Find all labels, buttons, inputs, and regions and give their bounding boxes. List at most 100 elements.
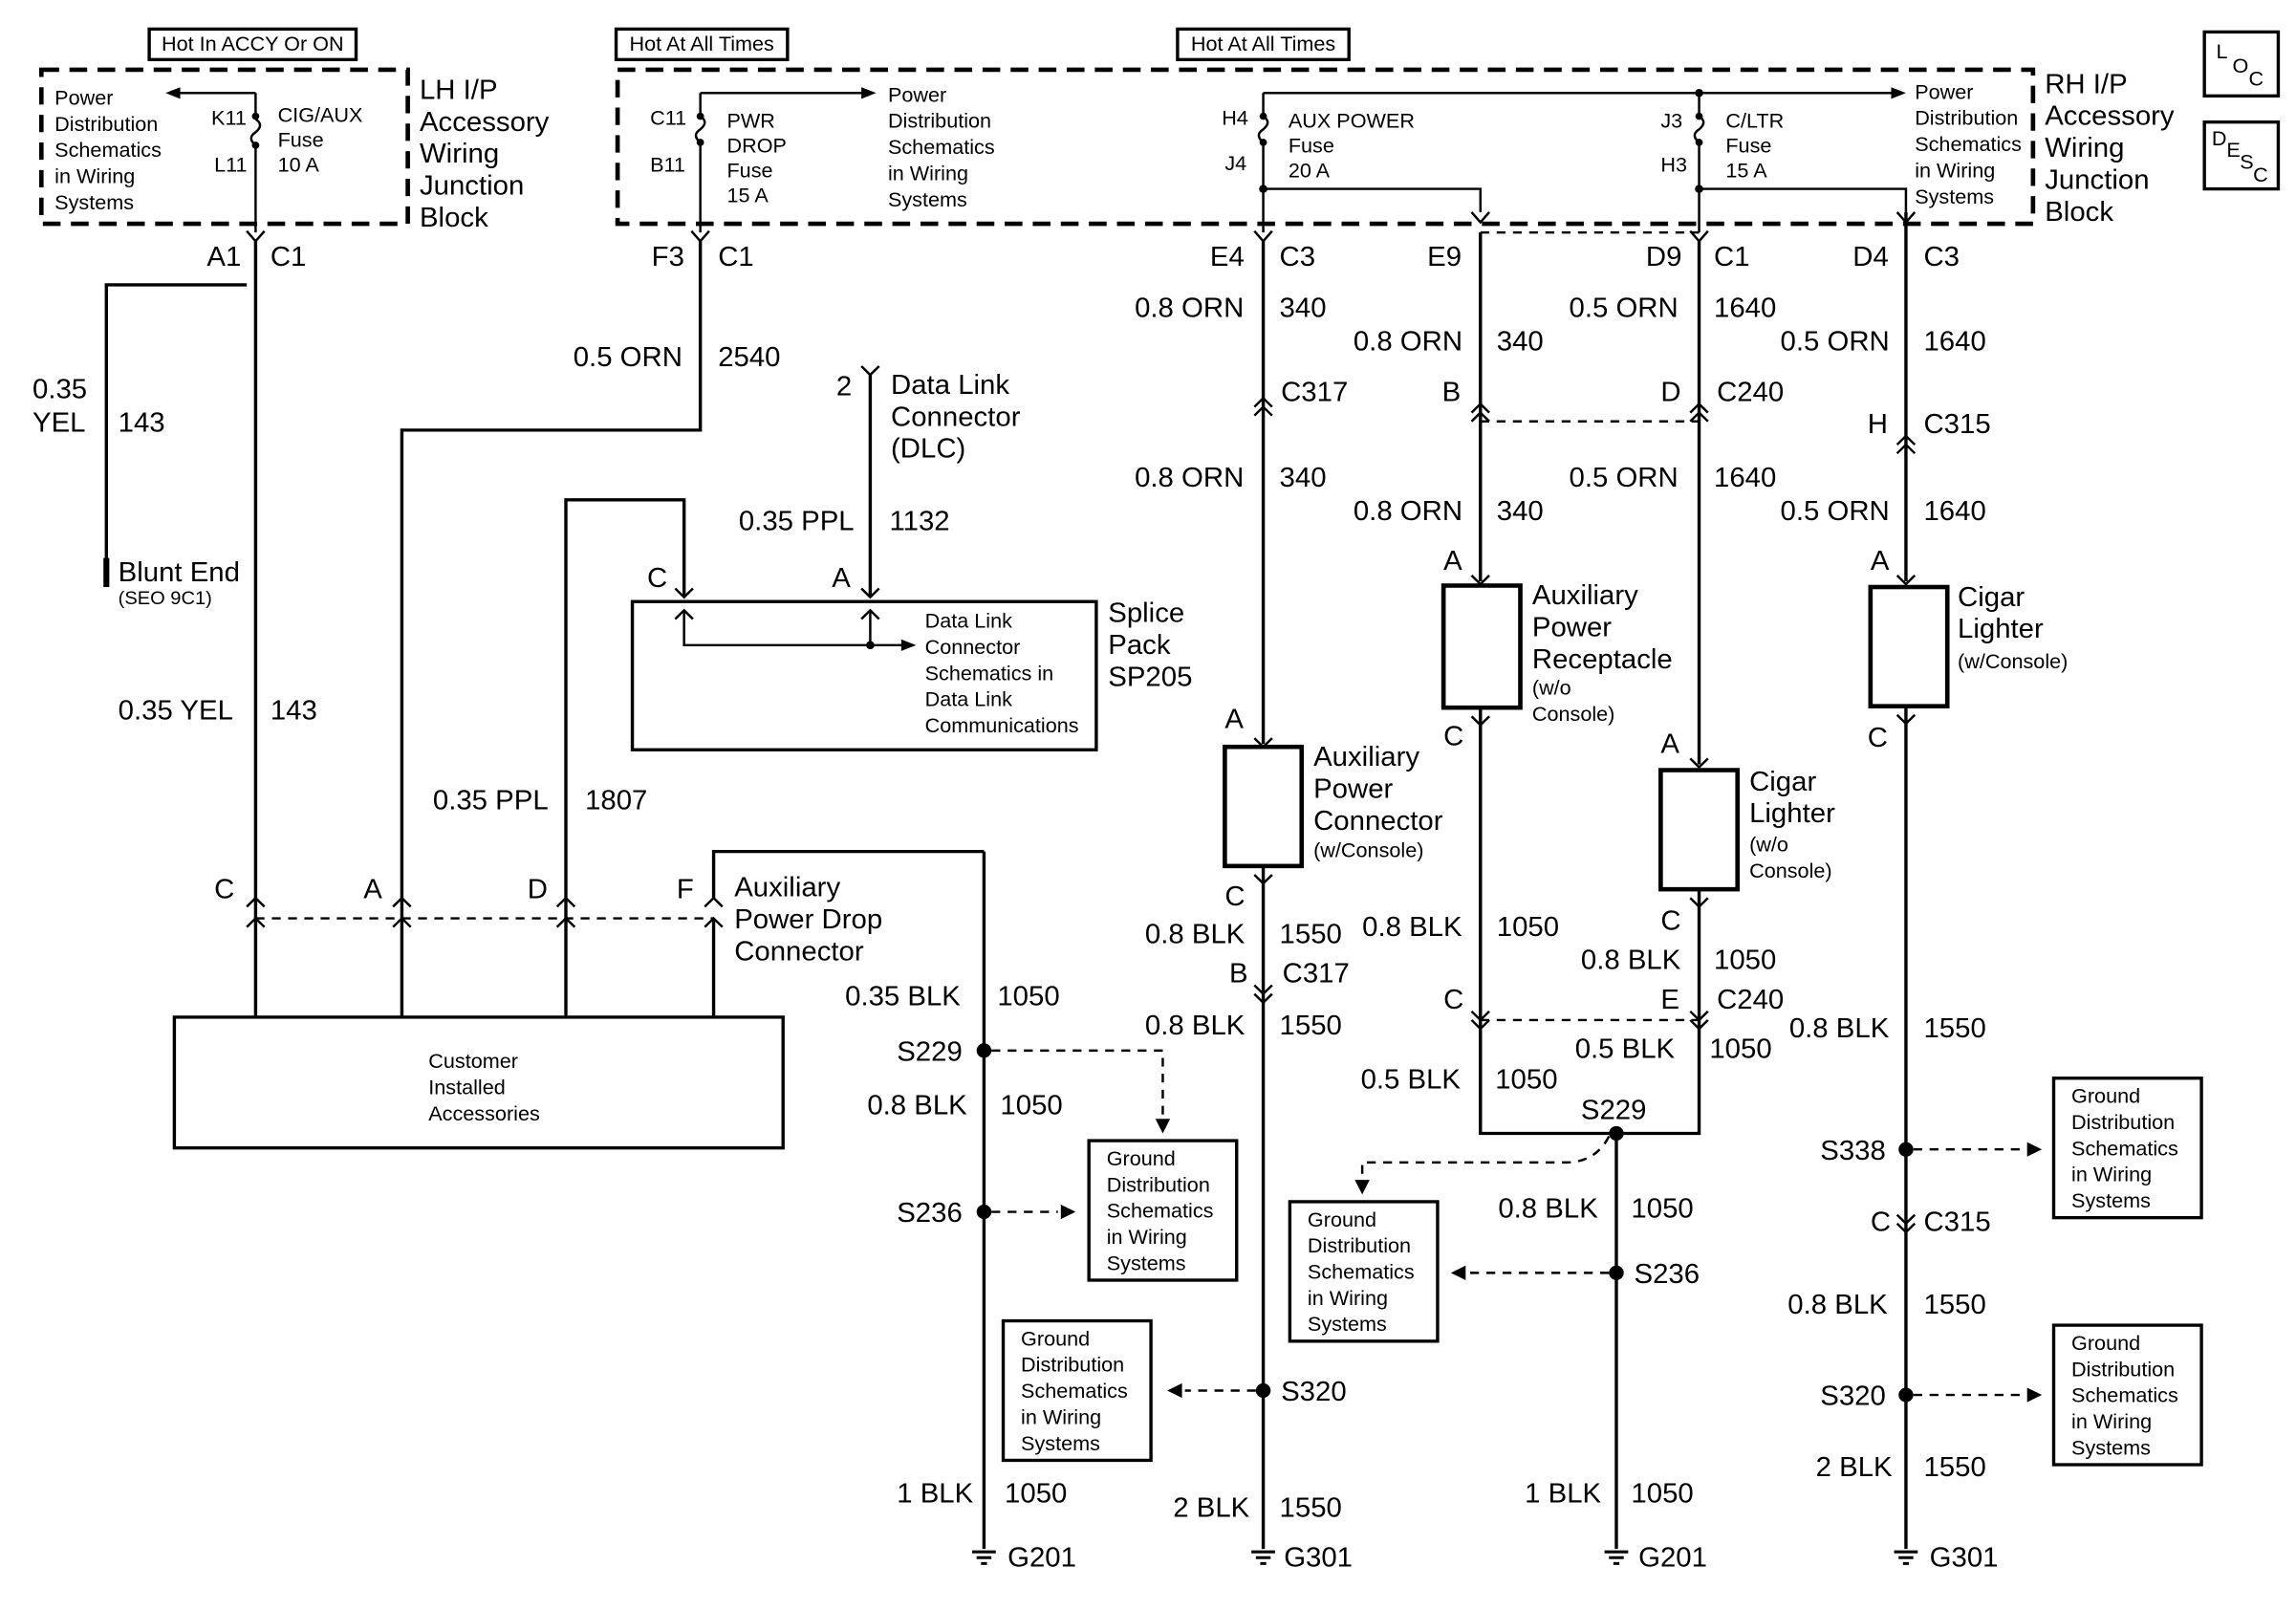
svg-text:C: C xyxy=(2249,68,2264,91)
svg-text:Fuse: Fuse xyxy=(278,129,324,152)
block-connector-chevrons xyxy=(246,211,1917,244)
svg-text:A: A xyxy=(1660,729,1679,759)
svg-text:Schematics: Schematics xyxy=(2071,1137,2178,1160)
svg-text:Schematics: Schematics xyxy=(1308,1261,1415,1284)
svg-text:D: D xyxy=(1660,378,1680,408)
svg-text:1640: 1640 xyxy=(1714,294,1776,324)
svg-text:Hot At All Times: Hot At All Times xyxy=(630,33,774,55)
svg-text:Receptacle: Receptacle xyxy=(1532,644,1673,675)
svg-text:C: C xyxy=(1443,722,1463,752)
loc-icon[interactable]: L O C xyxy=(2202,30,2281,98)
ground-ref-1[interactable]: Ground Distribution Schematics in Wiring… xyxy=(1087,1139,1239,1282)
svg-text:A: A xyxy=(1871,546,1890,577)
rh-power-ref-right[interactable]: Power Distribution Schematics in Wiring … xyxy=(1915,81,2022,208)
svg-text:C315: C315 xyxy=(1923,1208,1990,1238)
svg-text:Distribution: Distribution xyxy=(54,113,158,136)
svg-text:F: F xyxy=(677,874,694,904)
svg-text:(SEO 9C1): (SEO 9C1) xyxy=(119,588,212,609)
svg-text:C: C xyxy=(1871,1208,1891,1238)
circuit-2540: 0.5 ORN 2540 xyxy=(400,241,781,1017)
svg-text:0.5 ORN: 0.5 ORN xyxy=(1570,294,1679,324)
circuit-1640-cigar-rh: 0.5 ORN 1640 H C315 0.5 ORN 1640 A xyxy=(1781,211,1991,586)
dlc-schematics-ref[interactable]: Data Link Connector Schematics in Data L… xyxy=(925,610,1079,737)
blunt-end-label: Blunt End xyxy=(119,557,240,588)
svg-text:O: O xyxy=(2233,54,2249,77)
svg-text:Junction: Junction xyxy=(2045,165,2149,196)
svg-text:2: 2 xyxy=(836,372,852,402)
svg-text:YEL: YEL xyxy=(32,408,85,439)
ground-ref-3[interactable]: Ground Distribution Schematics in Wiring… xyxy=(1288,1200,1440,1343)
svg-text:0.35 PPL: 0.35 PPL xyxy=(433,786,549,816)
svg-text:1640: 1640 xyxy=(1923,326,1985,357)
svg-text:1 BLK: 1 BLK xyxy=(897,1479,974,1510)
svg-text:0.8 BLK: 0.8 BLK xyxy=(1145,920,1245,950)
svg-text:S320: S320 xyxy=(1281,1377,1347,1407)
svg-text:1640: 1640 xyxy=(1923,496,1985,527)
svg-text:J4: J4 xyxy=(1224,152,1246,175)
svg-text:A: A xyxy=(363,874,382,904)
cig-aux-fuse: K11 L11 CIG/AUX Fuse 10 A xyxy=(211,93,362,233)
svg-text:Schematics: Schematics xyxy=(1021,1380,1128,1403)
svg-text:1050: 1050 xyxy=(1005,1479,1067,1510)
svg-text:D: D xyxy=(528,874,548,904)
svg-text:2 BLK: 2 BLK xyxy=(1816,1452,1894,1483)
svg-text:Installed: Installed xyxy=(428,1077,506,1099)
svg-text:Pack: Pack xyxy=(1108,630,1171,661)
svg-text:Fuse: Fuse xyxy=(726,160,772,183)
svg-text:Connector: Connector xyxy=(734,937,864,968)
pin-d9: D9 xyxy=(1646,242,1682,272)
svg-text:SP205: SP205 xyxy=(1108,663,1192,693)
svg-text:1050: 1050 xyxy=(1709,1034,1771,1065)
lh-power-ref[interactable]: Power Distribution Schematics in Wiring … xyxy=(54,87,162,214)
conn-c3-b: C3 xyxy=(1923,242,1960,272)
svg-text:0.5 ORN: 0.5 ORN xyxy=(1781,496,1890,527)
svg-text:S320: S320 xyxy=(1820,1382,1886,1412)
svg-text:Junction: Junction xyxy=(420,171,524,202)
svg-text:Auxiliary: Auxiliary xyxy=(1532,580,1638,611)
svg-text:in Wiring: in Wiring xyxy=(1308,1287,1388,1310)
desc-icon[interactable]: D E S C xyxy=(2202,120,2281,191)
svg-text:Connector: Connector xyxy=(925,636,1021,659)
svg-text:G201: G201 xyxy=(1007,1543,1076,1574)
svg-text:Accessory: Accessory xyxy=(2045,101,2175,132)
svg-text:H4: H4 xyxy=(1222,107,1248,130)
pwr-drop-fuse: C11 B11 PWR DROP Fuse 15 A xyxy=(650,87,877,233)
svg-text:in Wiring: in Wiring xyxy=(2071,1410,2152,1433)
svg-text:A: A xyxy=(832,563,851,594)
rh-power-ref-left[interactable]: Power Distribution Schematics in Wiring … xyxy=(888,84,995,211)
aux-power-drop-connector: C A D F Auxiliary Power Drop Connector xyxy=(214,849,985,1017)
lh-hot-header: Hot In ACCY Or ON xyxy=(147,27,358,61)
svg-text:C: C xyxy=(1224,881,1245,912)
svg-text:C317: C317 xyxy=(1283,959,1350,990)
svg-text:Wiring: Wiring xyxy=(420,139,499,169)
svg-text:Data Link: Data Link xyxy=(925,610,1013,633)
svg-text:1550: 1550 xyxy=(1923,1452,1985,1483)
svg-text:Power: Power xyxy=(1313,774,1394,805)
ground-ref-5[interactable]: Ground Distribution Schematics in Wiring… xyxy=(2051,1323,2203,1467)
ground-ref-2[interactable]: Ground Distribution Schematics in Wiring… xyxy=(1001,1318,1153,1463)
lh-junction-block: LH I/P Accessory Wiring Junction Block P… xyxy=(38,67,550,233)
svg-text:Schematics: Schematics xyxy=(54,139,162,162)
svg-text:Systems: Systems xyxy=(54,191,134,214)
svg-text:10 A: 10 A xyxy=(278,154,320,177)
ground-ref-4[interactable]: Ground Distribution Schematics in Wiring… xyxy=(2051,1077,2203,1220)
svg-text:C240: C240 xyxy=(1717,378,1784,408)
svg-text:Accessory: Accessory xyxy=(420,107,550,138)
svg-text:0.8 BLK: 0.8 BLK xyxy=(1789,1013,1890,1044)
svg-text:G301: G301 xyxy=(1930,1543,1999,1574)
splice-pack-sp205: C A Data Link Connector Schematics in Da… xyxy=(630,563,1192,751)
svg-text:Power: Power xyxy=(54,87,113,110)
splice-s229-mid xyxy=(1609,1125,1624,1142)
splice-s320-mid xyxy=(1255,1382,1271,1399)
svg-text:Ground: Ground xyxy=(1021,1328,1090,1351)
svg-text:1050: 1050 xyxy=(1000,1091,1062,1121)
svg-text:in Wiring: in Wiring xyxy=(1107,1226,1187,1249)
svg-text:Ground: Ground xyxy=(1308,1208,1376,1231)
svg-text:340: 340 xyxy=(1497,326,1544,357)
svg-text:C317: C317 xyxy=(1281,378,1348,408)
splice-s338 xyxy=(1898,1142,1914,1157)
aux-power-fuse: H4 J4 AUX POWER Fuse 20 A xyxy=(1222,93,1483,233)
svg-text:0.8 BLK: 0.8 BLK xyxy=(1362,912,1462,943)
circuit-1050-cigar-mid: C 0.8 BLK 1050 E C240 0.5 BLK 1050 xyxy=(1575,889,1784,1065)
